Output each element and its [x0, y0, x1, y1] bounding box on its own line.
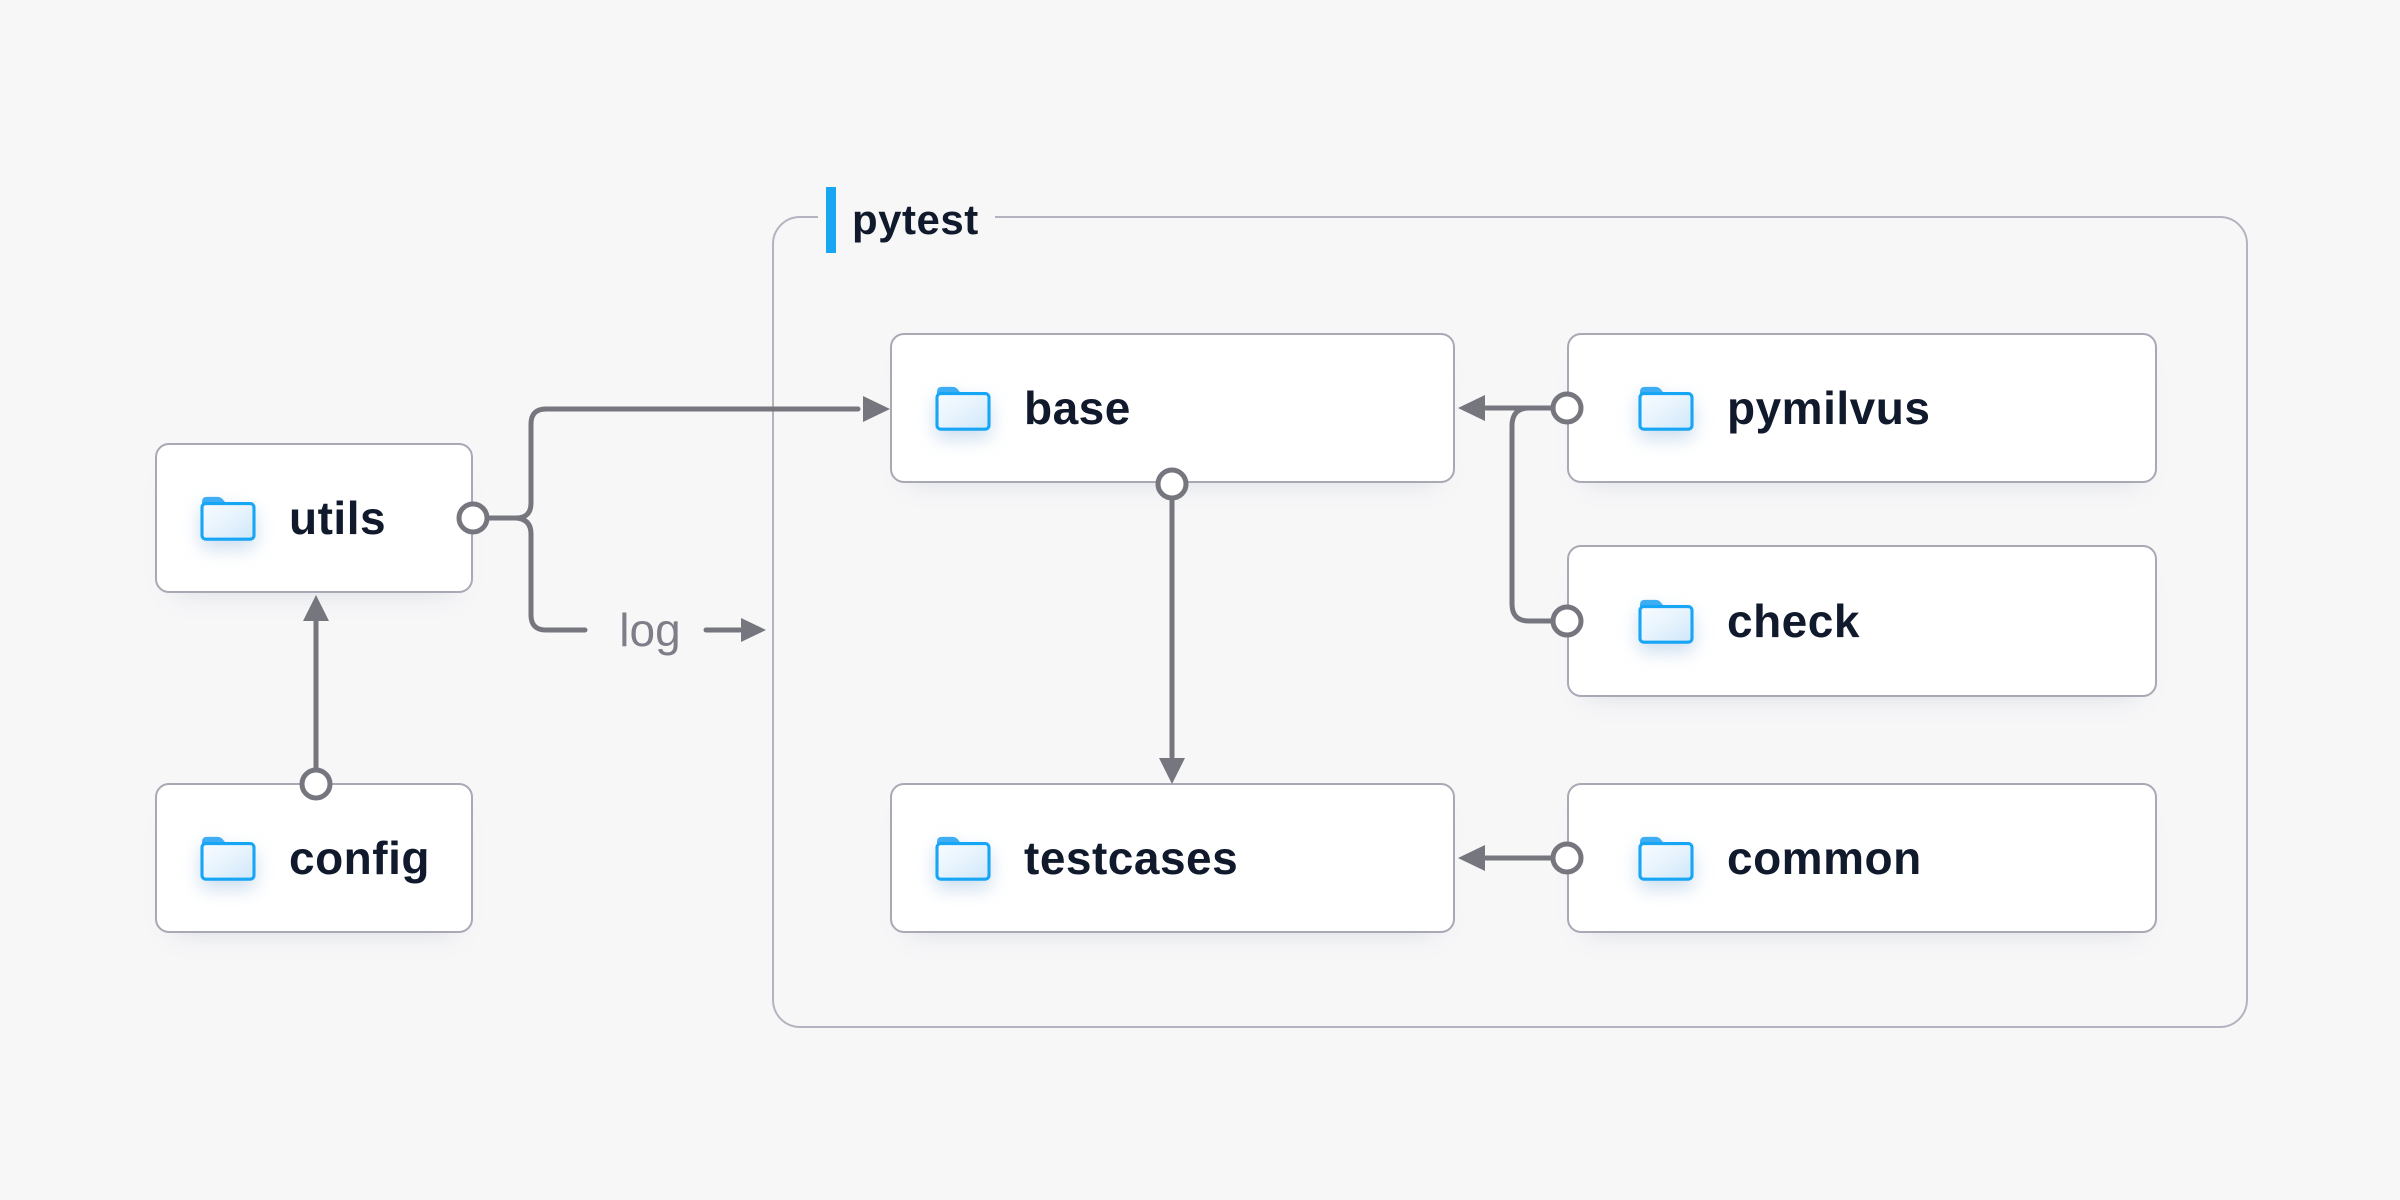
folder-icon	[197, 492, 259, 544]
folder-node-check: check	[1567, 545, 2157, 697]
folder-icon	[932, 832, 994, 884]
folder-node-common: common	[1567, 783, 2157, 933]
folder-node-utils: utils	[155, 443, 473, 593]
folder-node-label: common	[1727, 832, 1922, 884]
pytest-container-title: pytest	[818, 187, 995, 253]
folder-icon	[197, 832, 259, 884]
folder-node-label: config	[289, 832, 430, 884]
edge-label-log: log	[619, 604, 680, 656]
folder-node-label: pymilvus	[1727, 382, 1931, 434]
folder-node-testcases: testcases	[890, 783, 1455, 933]
pytest-container	[772, 216, 2248, 1028]
folder-node-label: testcases	[1024, 832, 1239, 884]
folder-icon	[1635, 595, 1697, 647]
folder-node-config: config	[155, 783, 473, 933]
folder-node-pymilvus: pymilvus	[1567, 333, 2157, 483]
folder-node-label: check	[1727, 595, 1860, 647]
accent-bar-icon	[826, 187, 836, 253]
edge-utils-to-log: log	[513, 515, 766, 656]
folder-node-label: base	[1024, 382, 1131, 434]
folder-icon	[932, 382, 994, 434]
folder-icon	[1635, 832, 1697, 884]
edge-config-to-utils	[303, 595, 329, 773]
pytest-container-label: pytest	[852, 196, 979, 243]
folder-node-label: utils	[289, 492, 387, 544]
folder-node-base: base	[890, 333, 1455, 483]
folder-icon	[1635, 382, 1697, 434]
